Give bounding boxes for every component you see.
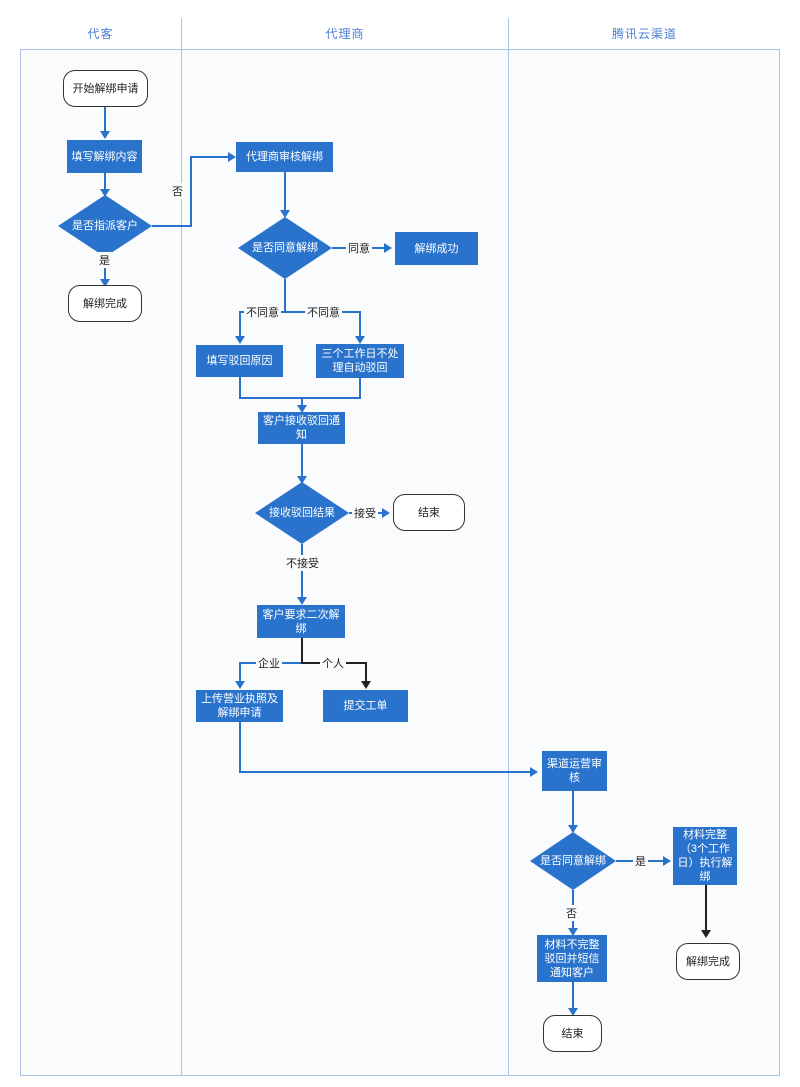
- edge-label-no-assign: 否: [170, 183, 185, 199]
- node-unbind-success[interactable]: 解绑成功: [395, 232, 478, 265]
- arrow-material-to-done: [701, 930, 711, 938]
- node-material-complete[interactable]: 材料完整（3个工作日）执行解绑: [673, 827, 737, 885]
- node-submit-ticket[interactable]: 提交工单: [323, 690, 408, 722]
- edge-second-stem: [301, 638, 303, 663]
- arrow-channel-to-agree: [568, 825, 578, 833]
- edge-label-agree: 同意: [346, 240, 372, 256]
- edge-label-no-right: 否: [564, 905, 579, 921]
- lane-divider-1: [181, 18, 182, 1076]
- arrow-incomplete-to-end: [568, 1008, 578, 1016]
- swimlane-header-band: [20, 18, 780, 50]
- node-assign-customer[interactable]: 是否指派客户: [58, 195, 152, 257]
- arrow-fill-to-assign: [100, 189, 110, 197]
- edge-yes-assign: [104, 257, 106, 285]
- edge-reject-merge-stem: [301, 397, 303, 409]
- arrow-yes-assign: [100, 279, 110, 287]
- node-agree-unbind-label: 是否同意解绑: [252, 241, 318, 254]
- edge-personal-v: [365, 662, 367, 684]
- lane-divider-2: [508, 18, 509, 1076]
- arrow-agree: [384, 243, 392, 253]
- edge-reject-merge-right-v: [359, 378, 361, 398]
- arrow-no-assign: [228, 152, 236, 162]
- edge-no-assign-h: [152, 225, 192, 227]
- arrow-start-to-fill: [100, 131, 110, 139]
- node-receive-reject-result[interactable]: 接收驳回结果: [255, 482, 349, 544]
- edge-material-to-done: [705, 885, 707, 933]
- edge-label-disagree-right: 不同意: [305, 304, 342, 320]
- node-unbind-done-right[interactable]: 解绑完成: [676, 943, 740, 980]
- edge-disagree-bar: [239, 311, 361, 313]
- node-assign-customer-label: 是否指派客户: [72, 219, 138, 232]
- edge-channel-to-agree: [572, 791, 574, 832]
- arrow-no-right: [568, 928, 578, 936]
- arrow-personal: [361, 681, 371, 689]
- arrow-reject-merge: [297, 405, 307, 413]
- edge-start-to-fill: [104, 107, 106, 133]
- edge-upload-to-channel-v: [239, 722, 241, 773]
- node-agree-unbind-right-label: 是否同意解绑: [540, 854, 606, 867]
- arrow-agentreview-to-agree: [280, 210, 290, 218]
- node-end-tencent[interactable]: 结束: [543, 1015, 602, 1052]
- node-material-incomplete[interactable]: 材料不完整驳回并短信通知客户: [537, 935, 607, 982]
- arrow-upload-to-channel: [530, 767, 538, 777]
- node-customer-second-unbind[interactable]: 客户要求二次解绑: [257, 605, 345, 638]
- node-fill-unbind[interactable]: 填写解绑内容: [67, 140, 142, 173]
- edge-fill-to-assign: [104, 173, 106, 195]
- edge-no-assign-h2: [190, 156, 231, 158]
- edge-upload-to-channel-h: [239, 771, 533, 773]
- edge-no-assign-v: [190, 157, 192, 226]
- edge-label-not-accept: 不接受: [284, 555, 321, 571]
- edge-agentreview-to-agree: [284, 172, 286, 217]
- edge-label-yes-right: 是: [633, 853, 648, 869]
- edge-reject-merge-left-v: [239, 377, 241, 398]
- lane-title-tencent: 腾讯云渠道: [611, 27, 677, 41]
- lane-title-agent: 代理商: [325, 27, 365, 41]
- edge-disagree-right-v: [359, 311, 361, 339]
- arrow-disagree-left: [235, 336, 245, 344]
- node-agent-review[interactable]: 代理商审核解绑: [236, 142, 333, 172]
- edge-receivenotice-to-result: [301, 444, 303, 482]
- node-agree-unbind-right[interactable]: 是否同意解绑: [530, 832, 616, 890]
- edge-label-accept: 接受: [352, 505, 378, 521]
- node-receive-reject-result-label: 接收驳回结果: [269, 506, 335, 519]
- node-agree-unbind[interactable]: 是否同意解绑: [238, 217, 332, 279]
- node-unbind-done-left[interactable]: 解绑完成: [68, 285, 142, 322]
- swimlane-frame: [20, 18, 780, 1076]
- node-start-apply[interactable]: 开始解绑申请: [63, 70, 148, 107]
- node-auto-reject-3days[interactable]: 三个工作日不处理自动驳回: [316, 344, 404, 378]
- edge-reject-merge-bar: [239, 397, 361, 399]
- edge-incomplete-to-end: [572, 982, 574, 1015]
- edge-label-personal: 个人: [320, 655, 346, 671]
- node-channel-review[interactable]: 渠道运营审核: [542, 751, 607, 791]
- edge-disagree-stem: [284, 279, 286, 312]
- edge-label-yes-assign: 是: [97, 252, 112, 268]
- lane-title-customer: 代客: [87, 27, 114, 41]
- arrow-disagree-right: [355, 336, 365, 344]
- arrow-receivenotice-to-result: [297, 476, 307, 484]
- edge-enterprise-v: [239, 662, 241, 684]
- node-upload-license[interactable]: 上传营业执照及解绑申请: [196, 690, 283, 722]
- edge-label-disagree-left: 不同意: [244, 304, 281, 320]
- edge-not-accept: [301, 544, 303, 599]
- arrow-accept: [382, 508, 390, 518]
- edge-disagree-left-v: [239, 311, 241, 339]
- edge-label-enterprise: 企业: [256, 655, 282, 671]
- arrow-yes-right: [663, 856, 671, 866]
- arrow-not-accept: [297, 597, 307, 605]
- node-customer-receive-reject[interactable]: 客户接收驳回通知: [258, 412, 345, 444]
- node-end-agent[interactable]: 结束: [393, 494, 465, 531]
- arrow-enterprise: [235, 681, 245, 689]
- node-fill-reject-reason[interactable]: 填写驳回原因: [196, 345, 283, 377]
